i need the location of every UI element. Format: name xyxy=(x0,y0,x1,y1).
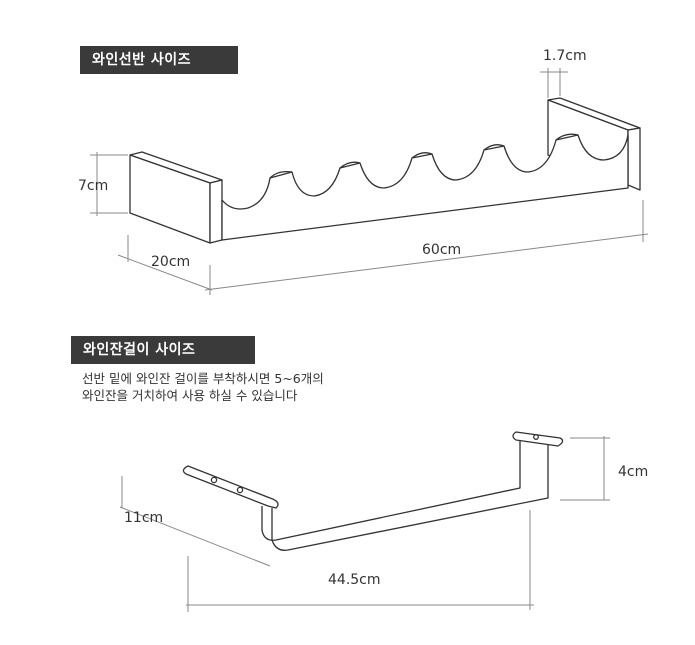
hanger-length-label: 44.5cm xyxy=(328,572,381,588)
hanger-description-line-2: 와인잔을 거치하여 사용 하실 수 있습니다 xyxy=(82,388,298,403)
notch-2 xyxy=(339,161,361,169)
shelf-dimension-lines xyxy=(90,68,649,295)
shelf-size-title: 와인선반 사이즈 xyxy=(80,46,238,74)
shelf-left-end-front xyxy=(209,179,223,244)
screw-hole-2 xyxy=(236,486,244,494)
notch-5 xyxy=(555,133,579,141)
shelf-front-rail xyxy=(221,134,629,241)
shelf-right-end-front xyxy=(627,127,641,191)
hanger-rod-front xyxy=(261,440,521,541)
shelf-length-label: 60cm xyxy=(422,242,461,258)
notch-3 xyxy=(411,152,433,159)
screw-hole-3 xyxy=(533,434,539,440)
hanger-description-line-1: 선반 밑에 와인잔 걸이를 부착하시면 5~6개의 xyxy=(82,371,324,386)
hanger-left-plate xyxy=(182,465,279,509)
shelf-depth-label: 20cm xyxy=(151,254,190,270)
hanger-description: 선반 밑에 와인잔 걸이를 부착하시면 5~6개의 와인잔을 거치하여 사용 하… xyxy=(82,370,324,404)
notch-1 xyxy=(269,170,293,179)
shelf-thickness-label: 1.7cm xyxy=(543,48,587,64)
wine-shelf-drawing xyxy=(129,97,641,244)
hanger-height-label: 4cm xyxy=(618,464,648,480)
notch-4 xyxy=(483,144,505,151)
shelf-height-label: 7cm xyxy=(78,178,108,194)
hanger-dimension-lines xyxy=(119,436,610,612)
hanger-depth-label: 11cm xyxy=(124,510,163,526)
hanger-size-title: 와인잔걸이 사이즈 xyxy=(71,336,255,364)
screw-hole-1 xyxy=(210,476,218,484)
hanger-rod-back xyxy=(271,444,549,551)
glass-hanger-drawing xyxy=(182,431,564,551)
